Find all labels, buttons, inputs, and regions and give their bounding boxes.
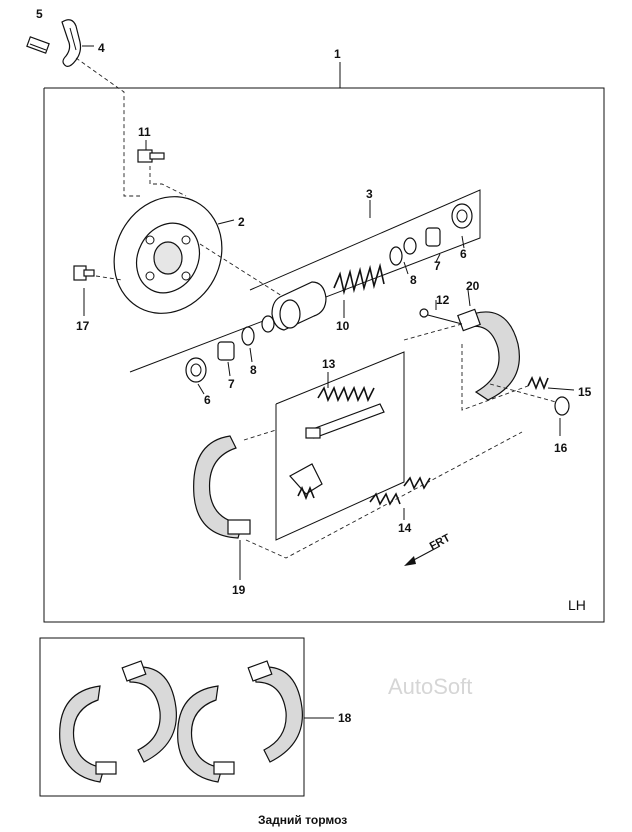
seal-part-8b-left [261,315,275,333]
spring-part-10 [333,262,385,296]
brake-pipe-part-4 [61,19,82,67]
adjuster-strut [305,403,385,439]
bleeder-screw-part-5 [26,36,50,54]
cup-part-8-left [241,326,255,346]
callout-6-left: 6 [204,393,211,407]
callout-20: 20 [466,279,480,293]
callout-12: 12 [436,293,450,307]
callout-leaders [82,45,575,580]
retainer-part-16 [554,396,570,416]
callout-19: 19 [232,583,246,597]
cup-part-8-right [389,246,403,266]
callout-3: 3 [366,187,373,201]
wheel-cylinder [271,281,327,331]
spring-part-15 [527,375,549,391]
callout-16: 16 [554,441,568,455]
callout-18: 18 [338,711,352,725]
callout-14: 14 [398,521,412,535]
callout-10: 10 [336,319,350,333]
pin-part-12 [419,308,463,325]
piston-part-7-right [425,227,441,247]
callout-8-right: 8 [410,273,417,287]
bolt-part-11 [137,149,165,163]
frt-label: FRT [428,532,453,553]
callout-2: 2 [238,215,245,229]
shoe-kit-part-18 [59,660,334,783]
boot-part-6-right [451,203,473,229]
callout-8-left: 8 [250,363,257,377]
piston-part-7-left [217,341,235,361]
backing-plate-part-2 [113,196,223,314]
callout-5: 5 [36,7,43,21]
boot-part-6-left [185,357,207,383]
brake-shoe-part-20 [457,308,520,401]
leader-lines [75,57,557,559]
side-label: LH [568,597,586,613]
front-direction-arrow: FRT [404,532,453,566]
spring-part-13 [317,385,375,403]
callout-1: 1 [334,47,341,61]
callout-7-left: 7 [228,377,235,391]
adjuster-lever [289,463,323,501]
callout-4: 4 [98,41,105,55]
seal-part-8b-right [403,237,417,255]
callout-numbers: 1 2 3 4 5 6 6 7 7 8 8 10 11 12 13 14 15 … [36,7,592,725]
bleeder-part-17 [73,265,95,281]
assembly-frame [43,62,605,623]
callout-13: 13 [322,357,336,371]
callout-6-right: 6 [460,247,467,261]
callout-17: 17 [76,319,90,333]
callout-15: 15 [578,385,592,399]
adjuster-frame [275,351,405,541]
shoe-kit-frame [39,637,305,797]
callout-11: 11 [138,125,151,139]
figure-caption: Задний тормоз [258,813,347,827]
watermark: AutoSoft [388,674,472,699]
callout-7-right: 7 [434,259,441,273]
spring-part-14 [369,476,431,506]
brake-shoe-part-19 [193,435,251,539]
